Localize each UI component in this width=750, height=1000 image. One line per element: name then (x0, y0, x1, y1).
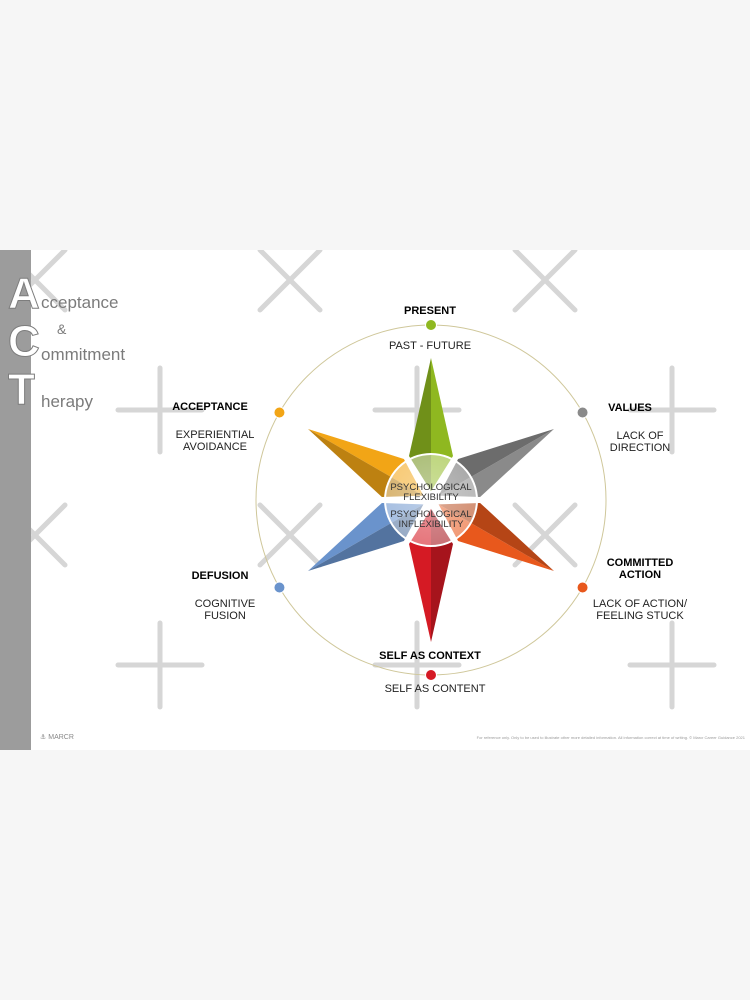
node-dots (273, 319, 589, 681)
title-letter-a: A (8, 269, 41, 318)
self-as-context-desc: SELF AS CONTENT (384, 683, 486, 695)
present-desc: PAST - FUTURE (388, 340, 472, 352)
present-dot (425, 319, 437, 331)
values-title: VALUES (608, 402, 652, 414)
acceptance-dot (273, 406, 286, 419)
acceptance-point-light (308, 429, 424, 496)
acceptance-desc: EXPERIENTIAL AVOIDANCE (175, 429, 255, 453)
title-word-therapy: herapy (41, 392, 93, 411)
title-word-acceptance: cceptance (41, 293, 119, 312)
defusion-dot (273, 581, 286, 594)
sidebar-strip (0, 250, 31, 750)
center-hub (384, 453, 478, 547)
watermark-layer (2, 250, 717, 710)
self-as-context-dot (425, 669, 437, 681)
acceptance-title: ACCEPTANCE (172, 401, 248, 413)
center-flexibility-label: PSYCHOLOGICAL FLEXIBILITY (390, 482, 472, 503)
title-letter-t: T (8, 365, 36, 414)
committed-action-dot (576, 581, 589, 594)
center-inflexibility-label: PSYCHOLOGICAL INFLEXIBILITY (390, 509, 472, 530)
self-as-context-title: SELF AS CONTEXT (379, 650, 481, 662)
defusion-title: DEFUSION (191, 570, 249, 582)
present-title: PRESENT (404, 305, 456, 317)
committed-action-desc: LACK OF ACTION/ FEELING STUCK (592, 598, 688, 622)
values-dot (576, 406, 589, 419)
hexaflex-diagram (255, 319, 607, 681)
title-ampersand: & (57, 321, 67, 337)
watermark-x-stroke (257, 250, 323, 313)
marcr-logo: ⚓ MARCR (40, 733, 74, 741)
footer-disclaimer: For reference only. Only to be used to i… (476, 735, 745, 740)
logo-text: MARCR (48, 734, 74, 741)
anchor-icon: ⚓ (40, 734, 47, 741)
title-word-commitment: ommitment (41, 345, 126, 364)
act-poster: A C T cceptance & ommitment herapy PRESE… (0, 250, 750, 750)
title-letter-c: C (8, 317, 41, 366)
defusion-desc: COGNITIVE FUSION (194, 598, 256, 622)
watermark-x-stroke (512, 250, 578, 313)
committed-action-title: COMMITTED ACTION (606, 557, 674, 581)
watermark-x-stroke (257, 502, 323, 568)
values-desc: LACK OF DIRECTION (609, 430, 671, 454)
